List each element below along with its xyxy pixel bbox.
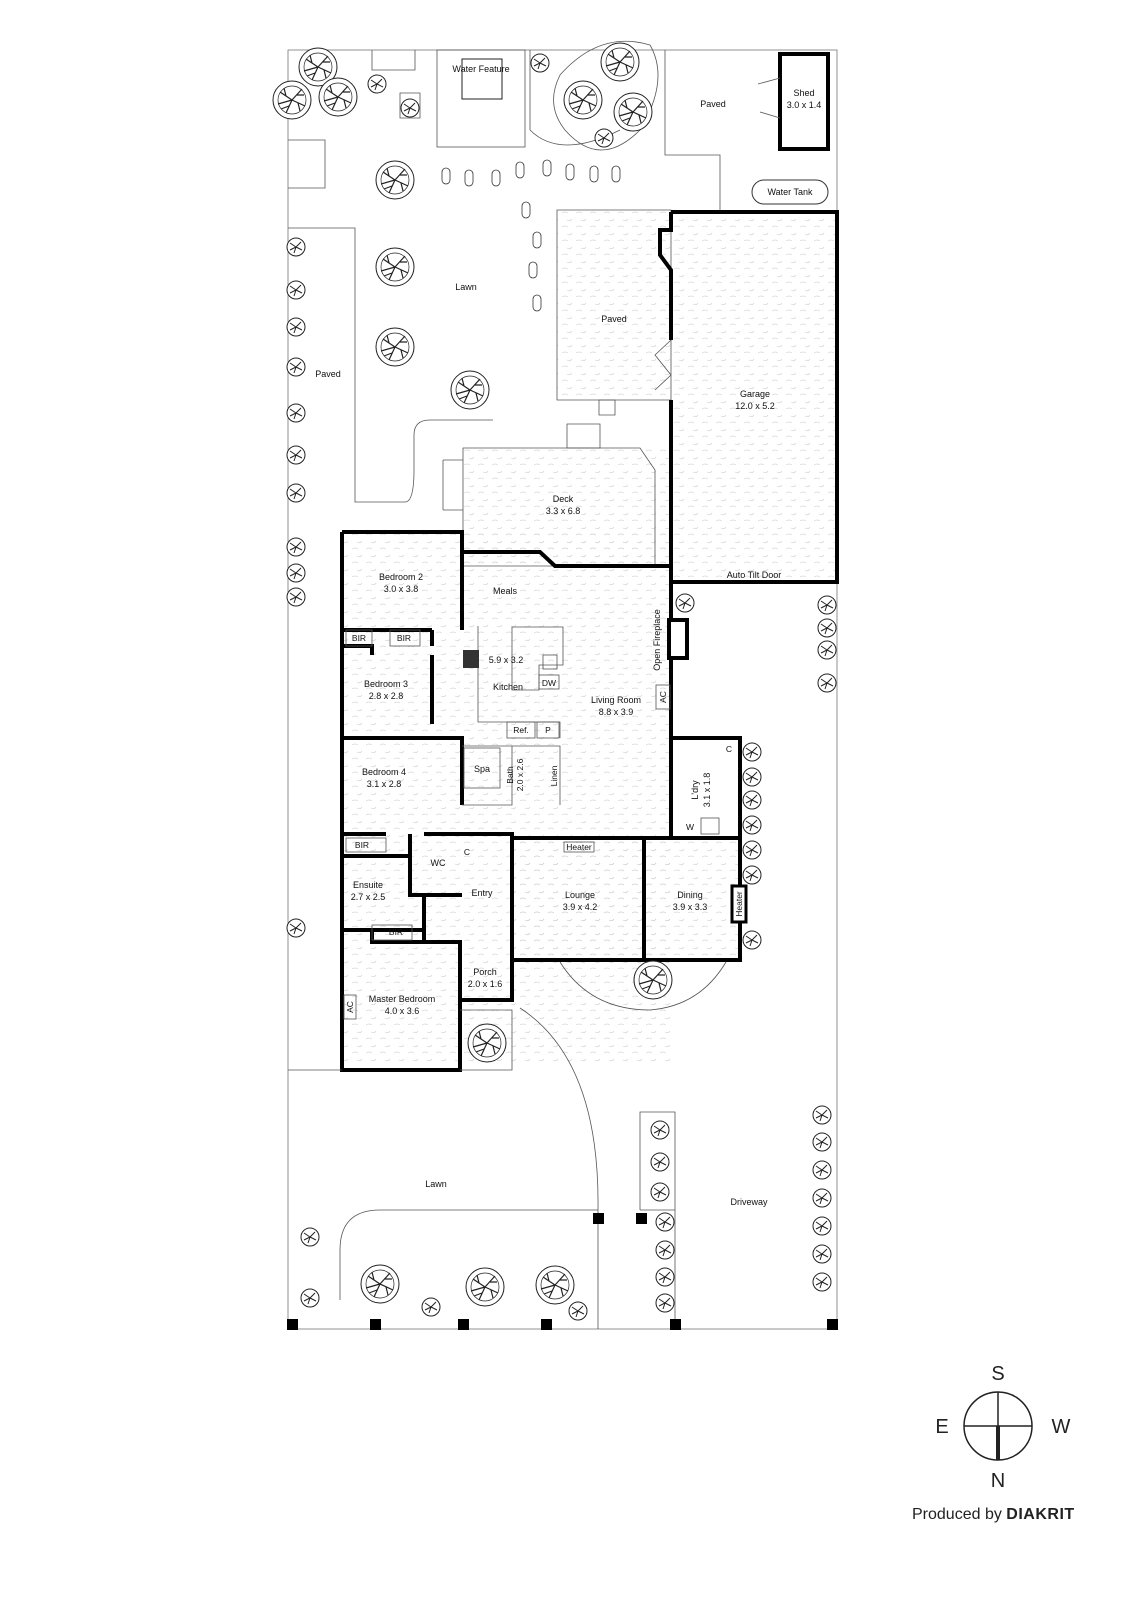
credit-prefix: Produced by bbox=[912, 1506, 1002, 1523]
porch-label: Porch bbox=[473, 967, 497, 977]
dining-size: 3.9 x 3.3 bbox=[673, 902, 708, 912]
deck-size: 3.3 x 6.8 bbox=[546, 506, 581, 516]
fence-posts bbox=[287, 1213, 838, 1330]
laundry-cupboard-label: C bbox=[726, 744, 732, 754]
linen-label: Linen bbox=[549, 765, 559, 786]
bath-label: Bath bbox=[505, 766, 515, 784]
entry-label: Entry bbox=[471, 888, 493, 898]
garage-size: 12.0 x 5.2 bbox=[735, 401, 775, 411]
bedroom3-size: 2.8 x 2.8 bbox=[369, 691, 404, 701]
lawn-back-label: Lawn bbox=[455, 282, 477, 292]
pantry-label: P bbox=[545, 725, 551, 735]
bir-ensuite-label: BIR bbox=[355, 840, 369, 850]
bedroom3-label: Bedroom 3 bbox=[364, 679, 408, 689]
auto-tilt-door-label: Auto Tilt Door bbox=[727, 570, 782, 580]
paved-ne-label: Paved bbox=[700, 99, 726, 109]
property-boundary bbox=[287, 49, 838, 1330]
compass-south: S bbox=[991, 1363, 1004, 1385]
shed-size: 3.0 x 1.4 bbox=[787, 100, 822, 110]
garage-label: Garage bbox=[740, 389, 770, 399]
paved-court-label: Paved bbox=[601, 314, 627, 324]
shed: Shed 3.0 x 1.4 bbox=[757, 52, 830, 151]
water-feature-pergola: Water Feature bbox=[436, 49, 526, 148]
bedroom2-label: Bedroom 2 bbox=[379, 572, 423, 582]
lounge-label: Lounge bbox=[565, 890, 595, 900]
heater-lounge-label: Heater bbox=[566, 842, 592, 852]
producer-credit: Produced by DIAKRIT bbox=[912, 1506, 1075, 1524]
open-fireplace-label: Open Fireplace bbox=[652, 609, 662, 671]
washer-label: W bbox=[686, 822, 694, 832]
compass: S E W N bbox=[935, 1363, 1070, 1492]
heater-dining-label: Heater bbox=[734, 891, 744, 917]
kitchen-label: Kitchen bbox=[493, 682, 523, 692]
compass-east: E bbox=[935, 1416, 948, 1438]
meals-label: Meals bbox=[493, 586, 518, 596]
master-bedroom-label: Master Bedroom bbox=[369, 994, 436, 1004]
bir-bedroom2-right: BIR bbox=[397, 633, 411, 643]
laundry-label: L'dry bbox=[690, 780, 700, 800]
house-walls bbox=[340, 530, 742, 1072]
fridge-label: Ref. bbox=[513, 725, 529, 735]
bath-size: 2.0 x 2.6 bbox=[515, 758, 525, 791]
cooktop bbox=[463, 650, 479, 668]
ensuite-label: Ensuite bbox=[353, 880, 383, 890]
entry-cupboard-label: C bbox=[464, 847, 470, 857]
fireplace bbox=[667, 618, 689, 660]
driveway-label: Driveway bbox=[730, 1197, 768, 1207]
credit-brand: DIAKRIT bbox=[1006, 1506, 1075, 1523]
master-bedroom-size: 4.0 x 3.6 bbox=[385, 1006, 420, 1016]
ac-master-label: AC bbox=[345, 1001, 355, 1013]
water-tank-label: Water Tank bbox=[767, 187, 813, 197]
bir-master-label: BIR bbox=[389, 927, 403, 937]
bir-bedroom2-left: BIR bbox=[352, 633, 366, 643]
dishwasher-label: DW bbox=[542, 678, 556, 688]
dining-label: Dining bbox=[677, 890, 703, 900]
porch-size: 2.0 x 1.6 bbox=[468, 979, 503, 989]
compass-north: N bbox=[991, 1470, 1005, 1492]
water-tank bbox=[751, 179, 829, 205]
wc-label: WC bbox=[431, 858, 446, 868]
bedroom2-size: 3.0 x 3.8 bbox=[384, 584, 419, 594]
bedroom4-label: Bedroom 4 bbox=[362, 767, 406, 777]
lawn-front-label: Lawn bbox=[425, 1179, 447, 1189]
living-room-size: 8.8 x 3.9 bbox=[599, 707, 634, 717]
living-room-label: Living Room bbox=[591, 695, 641, 705]
paved-side-label: Paved bbox=[315, 369, 341, 379]
ensuite-size: 2.7 x 2.5 bbox=[351, 892, 386, 902]
bedroom4-size: 3.1 x 2.8 bbox=[367, 779, 402, 789]
water-feature-label: Water Feature bbox=[452, 64, 509, 74]
lounge-size: 3.9 x 4.2 bbox=[563, 902, 598, 912]
compass-west: W bbox=[1052, 1416, 1071, 1438]
laundry-size: 3.1 x 1.8 bbox=[702, 773, 712, 808]
kitchen-size: 5.9 x 3.2 bbox=[489, 655, 524, 665]
deck-label: Deck bbox=[553, 494, 574, 504]
spa-label: Spa bbox=[474, 764, 490, 774]
shed-label: Shed bbox=[793, 88, 814, 98]
ac-living-label: AC bbox=[658, 691, 668, 703]
garage: Garage 12.0 x 5.2 Auto Tilt Door bbox=[654, 210, 839, 584]
